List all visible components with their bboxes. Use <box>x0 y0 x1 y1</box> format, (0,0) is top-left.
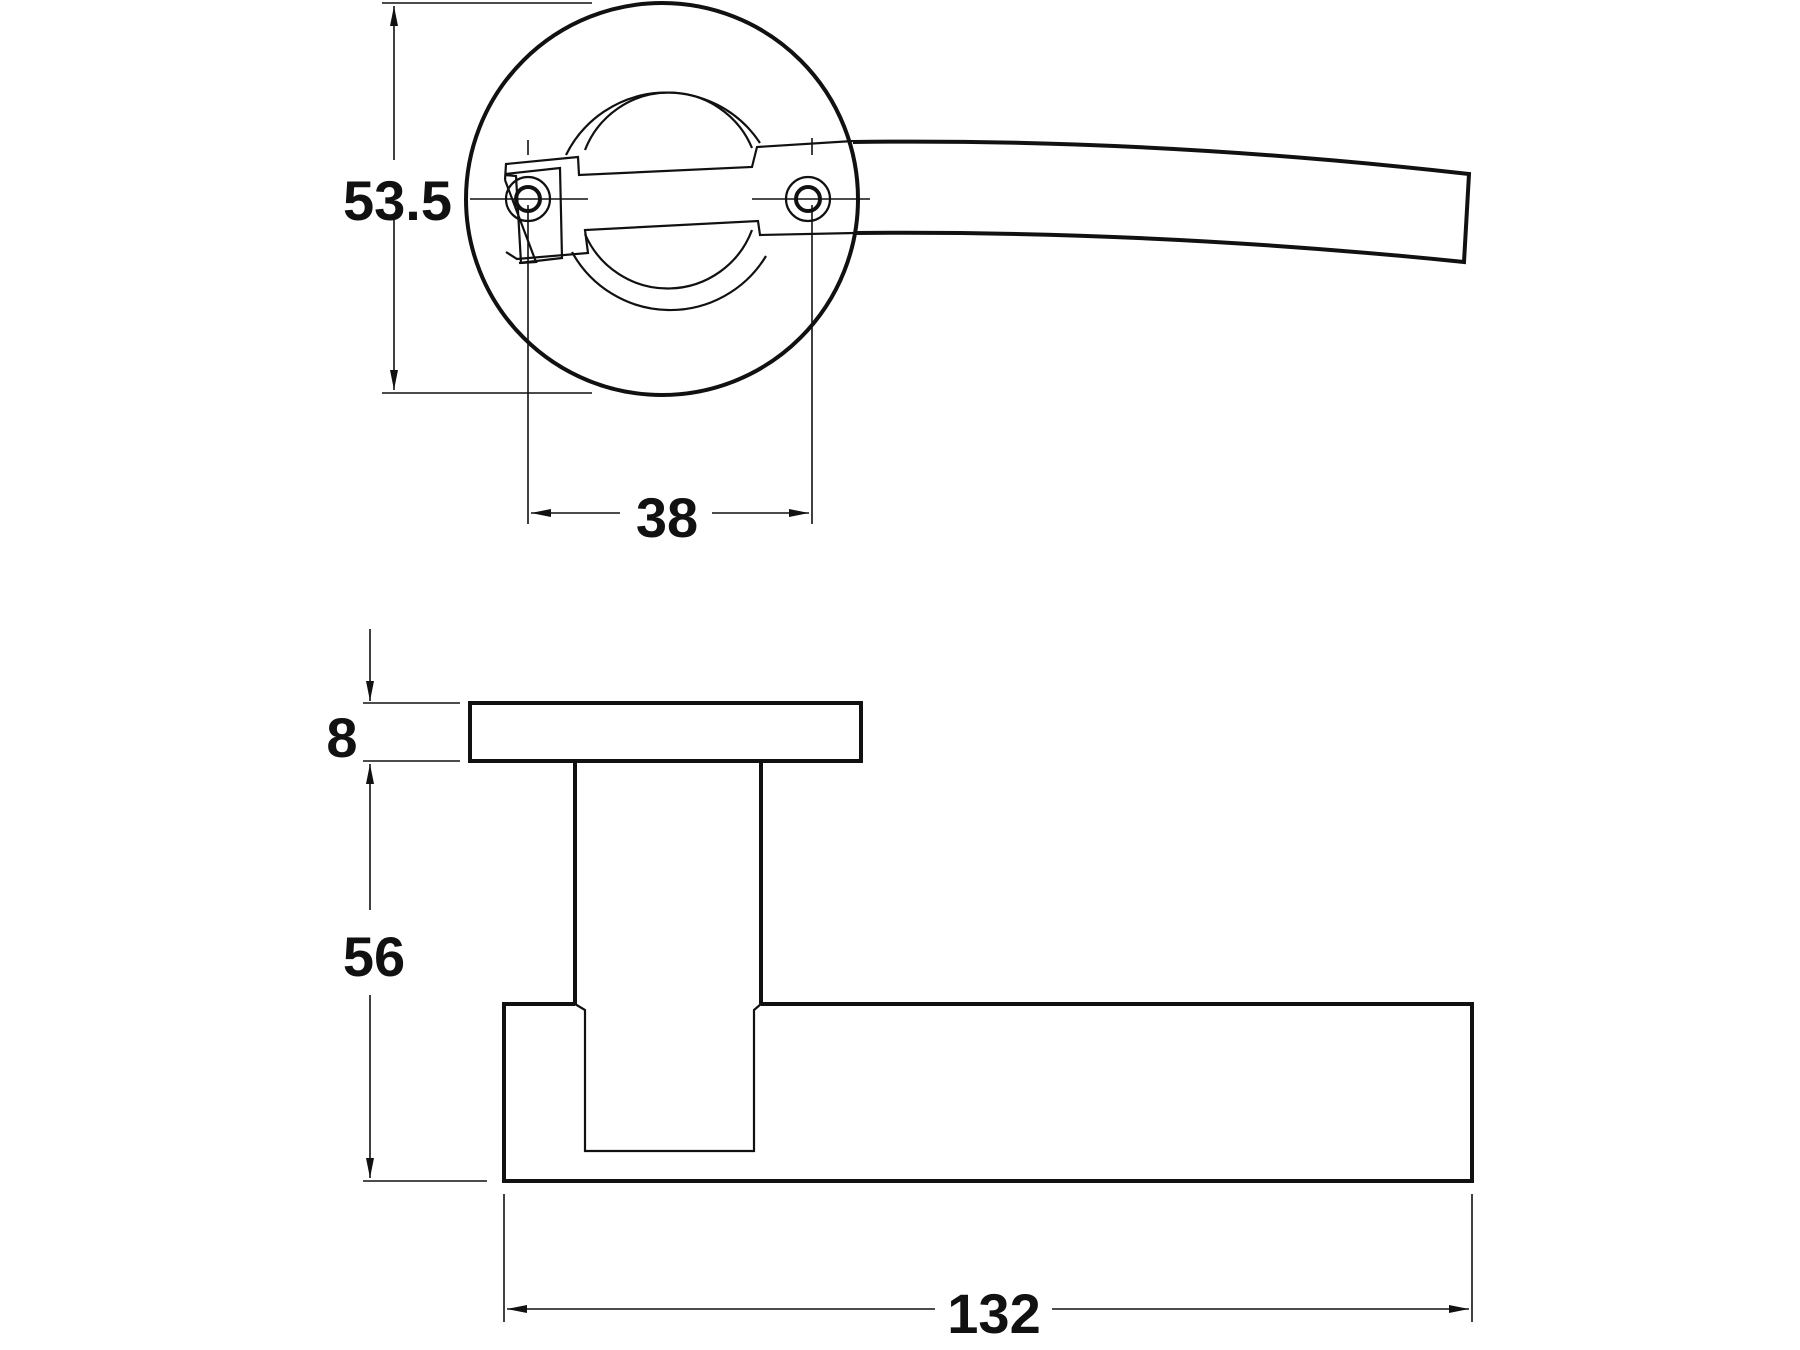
side-view <box>468 701 1474 1183</box>
dimension-label-38: 38 <box>636 486 698 549</box>
dimension-label-132: 132 <box>947 1282 1040 1345</box>
neck-profile <box>573 761 763 1004</box>
dimension-label-53-5: 53.5 <box>343 169 452 232</box>
dimension-rose-thickness: 8 <box>326 629 460 769</box>
inner-ring <box>565 91 767 312</box>
spindle-recess <box>574 1003 762 1153</box>
centre-lines <box>470 138 870 200</box>
rose-profile <box>468 701 863 763</box>
dimension-lever-length: 132 <box>503 1194 1473 1345</box>
dimension-projection: 56 <box>343 764 487 1182</box>
dimension-label-8: 8 <box>326 706 357 769</box>
dimension-rose-diameter: 53.5 <box>343 2 592 394</box>
dimension-screw-centres: 38 <box>527 205 813 549</box>
front-view <box>464 1 1472 397</box>
lever-top-view <box>503 139 1472 265</box>
lever-profile <box>502 1002 1474 1183</box>
dimension-label-56: 56 <box>343 925 405 988</box>
